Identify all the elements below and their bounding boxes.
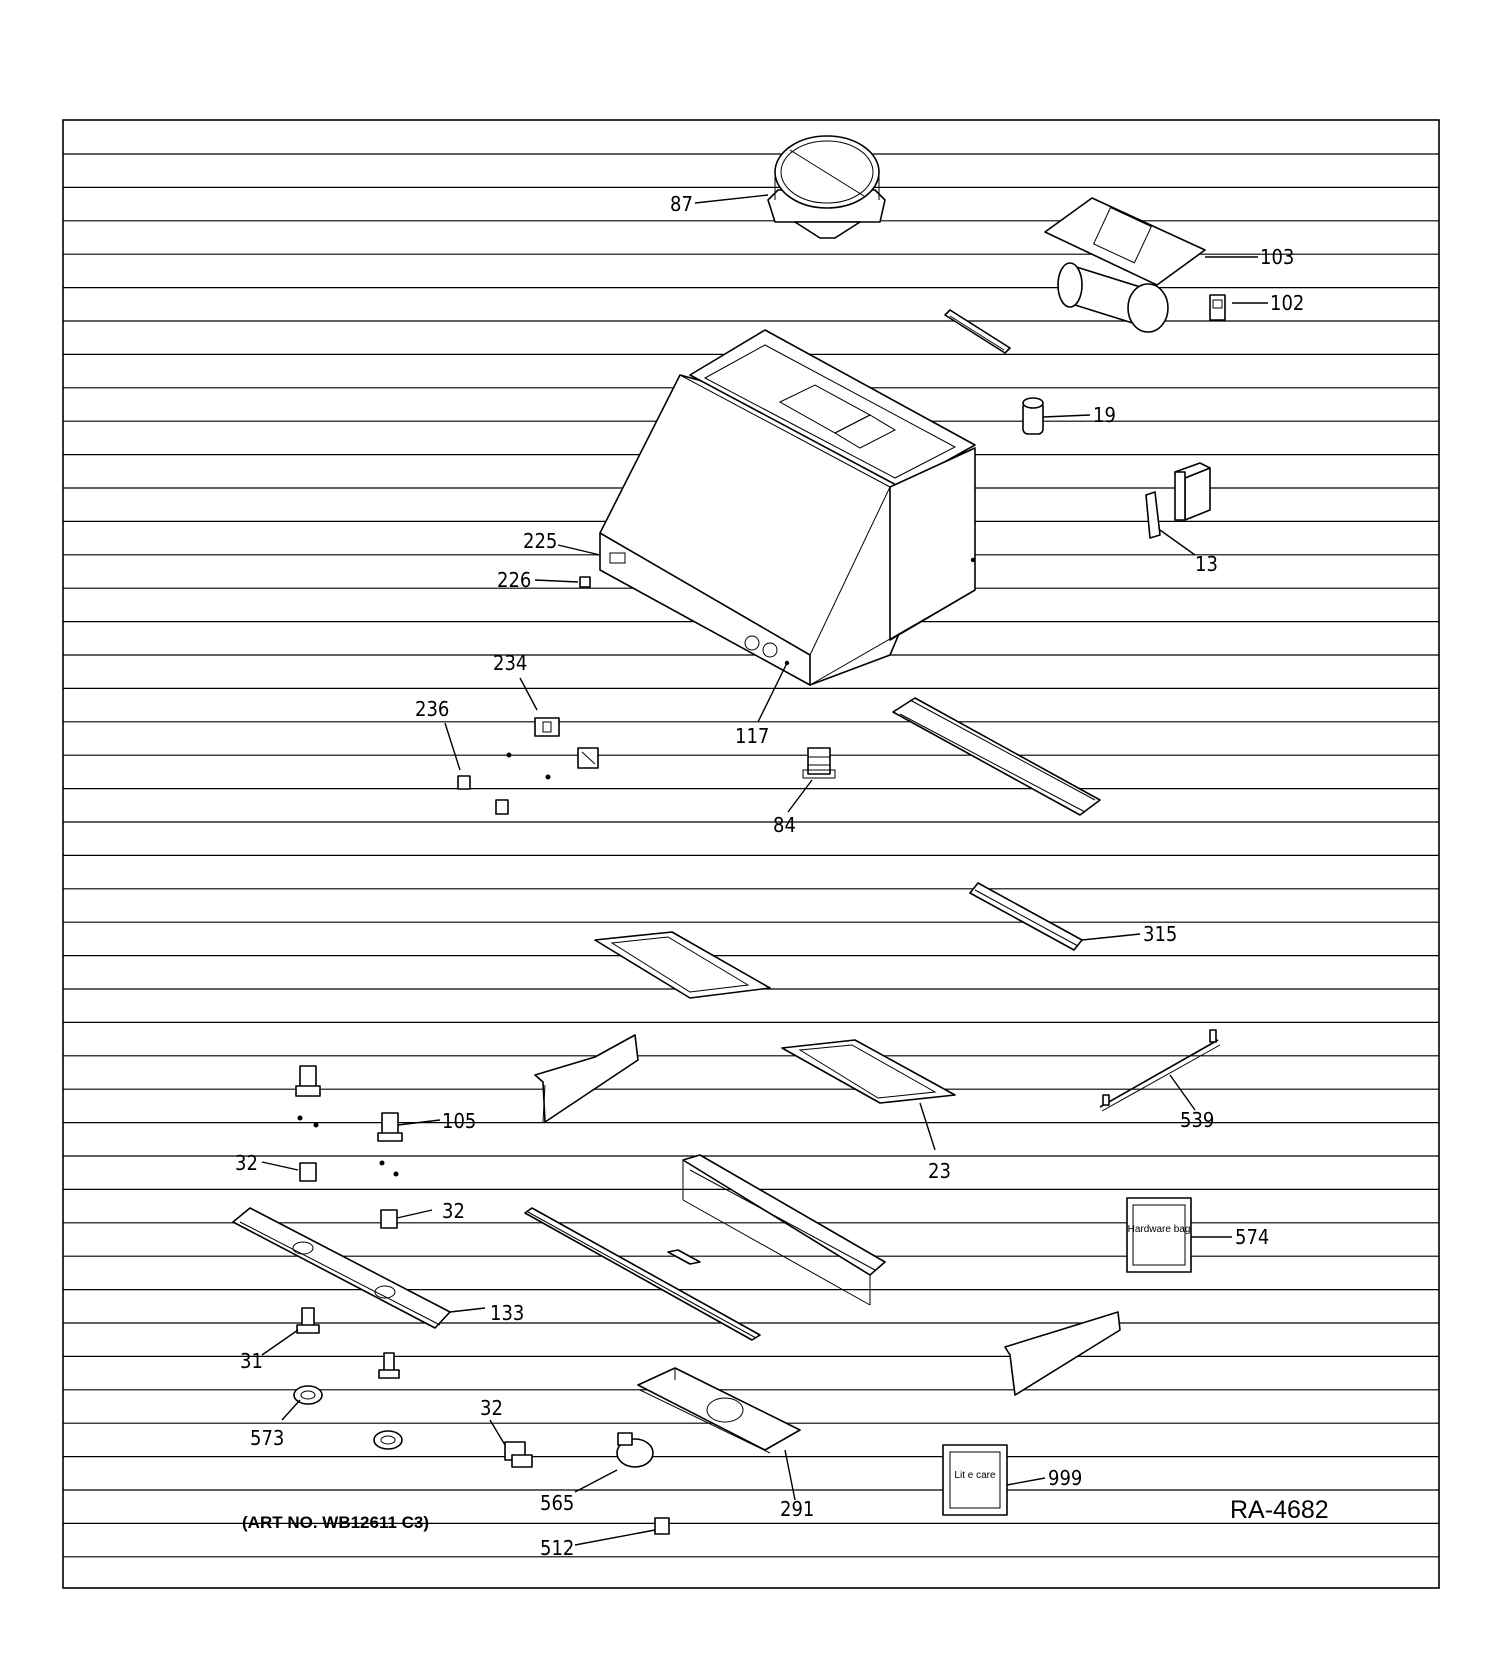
part-bolt-left-upper[interactable] [295,1065,321,1097]
hardware-bag-text: Hardware bag [1128,1224,1191,1235]
part-573-washer[interactable] [293,1385,323,1405]
part-234-switch[interactable] [534,717,560,737]
label-117: 117 [735,724,769,748]
part-133-channel[interactable] [232,1207,451,1329]
part-13-control-box[interactable] [1145,462,1211,539]
part-32-nut-middle[interactable] [380,1209,398,1229]
part-539-rod[interactable] [1099,1029,1221,1112]
label-291: 291 [780,1497,814,1521]
part-226-indicator[interactable] [579,576,591,588]
part-103-blower-assembly[interactable] [1044,197,1206,333]
part-315-rail[interactable] [969,882,1083,951]
part-102-clip[interactable] [1209,294,1226,321]
label-999: 999 [1048,1466,1082,1490]
label-13: 13 [1195,552,1218,576]
part-236-knob[interactable] [457,775,471,790]
label-19: 19 [1093,403,1116,427]
label-539: 539 [1180,1108,1214,1132]
label-87: 87 [670,192,693,216]
label-102: 102 [1270,291,1304,315]
label-32-middle: 32 [442,1199,465,1223]
label-565: 565 [540,1491,574,1515]
part-512-grommet[interactable] [654,1517,670,1535]
label-32-lower: 32 [480,1396,503,1420]
part-105-bolt[interactable] [377,1112,403,1142]
label-225: 225 [523,529,557,553]
part-switch-2[interactable] [577,747,599,769]
part-bolt-middle-lower[interactable] [378,1352,400,1379]
drawing-code: RA-4682 [1230,1496,1329,1524]
label-32-left: 32 [235,1151,258,1175]
diagram-frame [62,119,1440,1589]
part-knob-2[interactable] [495,799,509,815]
part-999-literature[interactable]: Lit e care [942,1444,1008,1516]
part-bracket-left[interactable] [534,1034,639,1123]
part-angle-channel[interactable] [682,1154,886,1306]
part-top-rail[interactable] [944,309,1011,354]
label-236: 236 [415,697,449,721]
part-31-bolt[interactable] [296,1307,320,1334]
label-512: 512 [540,1536,574,1560]
part-87-duct-adapter[interactable] [767,135,886,239]
label-573: 573 [250,1426,284,1450]
leader-lines [261,194,1268,1546]
art-number: (ART NO. WB12611 C3) [242,1513,429,1532]
literature-text: Lit e care [954,1470,996,1481]
label-105: 105 [442,1109,476,1133]
label-133: 133 [490,1301,524,1325]
part-23-filter-frame[interactable] [781,1039,956,1104]
part-574-hardware-bag[interactable]: Hardware bag [1126,1197,1192,1273]
label-315: 315 [1143,922,1177,946]
label-31: 31 [240,1349,263,1373]
part-32-nut-left[interactable] [299,1162,317,1182]
part-long-channel[interactable] [892,697,1101,816]
label-226: 226 [497,568,531,592]
part-84-transformer[interactable] [802,747,836,779]
part-291-channel[interactable] [637,1367,801,1454]
part-bracket-right[interactable] [1004,1311,1121,1396]
part-19-capacitor[interactable] [1022,397,1044,435]
label-234: 234 [493,651,527,675]
label-84: 84 [773,813,796,837]
part-32-nut-lower[interactable] [504,1441,533,1468]
part-filter-frame-upper[interactable] [594,931,771,999]
label-23: 23 [928,1159,951,1183]
part-565-fan-motor[interactable] [616,1432,654,1468]
part-117-hood-body[interactable] [599,329,976,686]
part-washer-2[interactable] [373,1430,403,1450]
label-103: 103 [1260,245,1294,269]
part-long-bar[interactable] [524,1207,761,1341]
label-574: 574 [1235,1225,1269,1249]
